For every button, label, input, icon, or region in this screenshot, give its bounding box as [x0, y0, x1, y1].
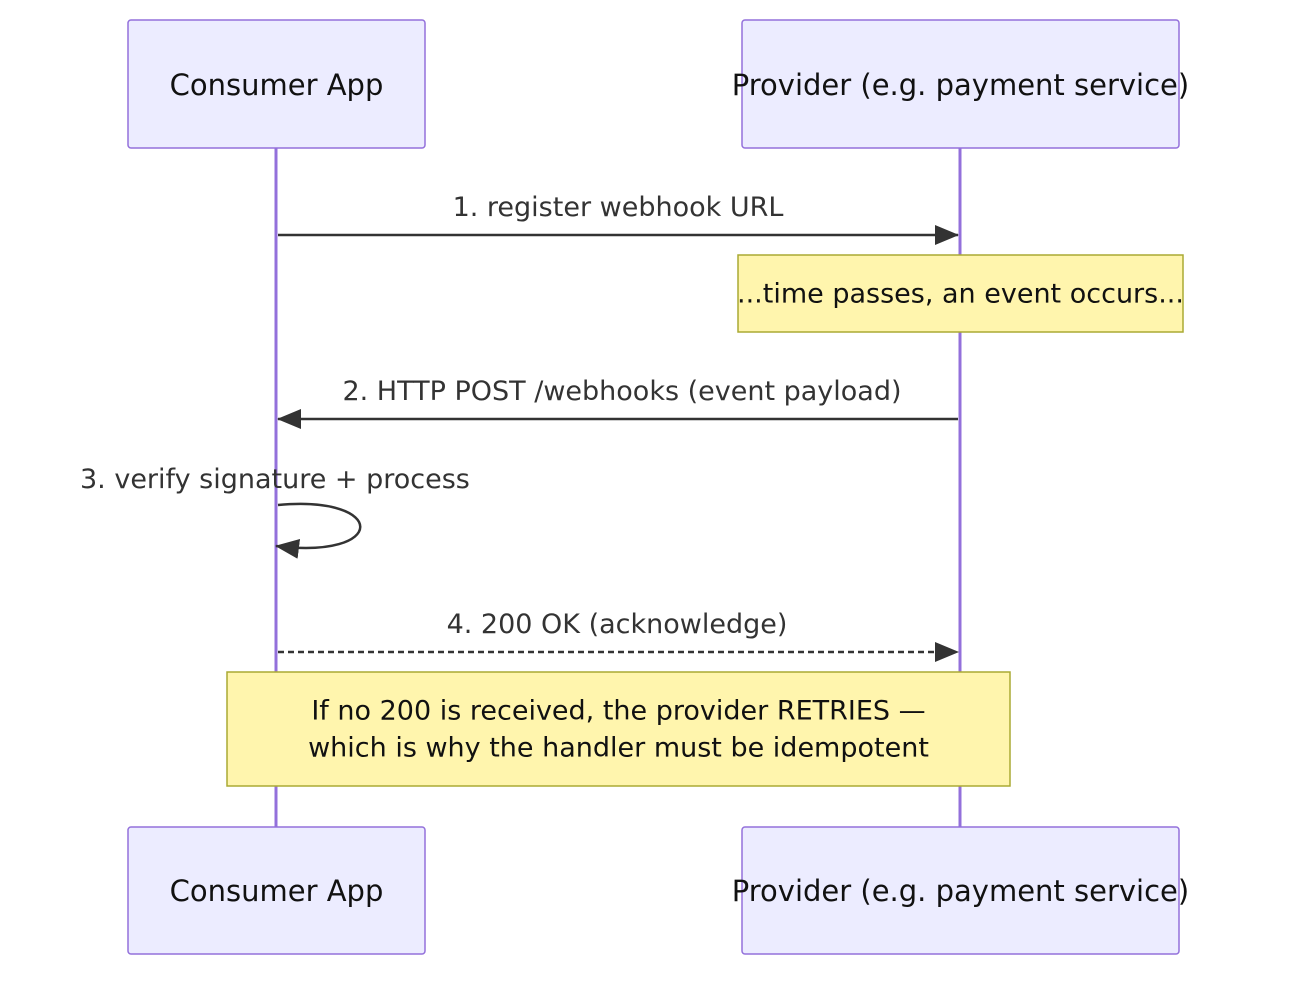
message-register-webhook: 1. register webhook URL: [278, 192, 959, 245]
provider-actor-bottom: Provider (e.g. payment service): [732, 826, 1189, 955]
note-retries-line1: If no 200 is received, the provider RETR…: [311, 696, 925, 727]
note-retries-line2: which is why the handler must be idempot…: [308, 733, 929, 764]
message-http-post-label: 2. HTTP POST /webhooks (event payload): [342, 376, 901, 407]
message-register-webhook-label: 1. register webhook URL: [453, 192, 784, 223]
consumer-actor-top-label: Consumer App: [170, 68, 384, 102]
provider-actor-top-label: Provider (e.g. payment service): [732, 68, 1189, 102]
note-time-passes-label: ...time passes, an event occurs...: [737, 279, 1184, 310]
consumer-actor-bottom: Consumer App: [127, 826, 426, 955]
message-http-post: 2. HTTP POST /webhooks (event payload): [277, 376, 958, 429]
consumer-actor-top: Consumer App: [127, 19, 426, 149]
message-verify-signature-label: 3. verify signature + process: [80, 464, 470, 495]
message-200-ok-label: 4. 200 OK (acknowledge): [447, 609, 788, 640]
message-200-ok: 4. 200 OK (acknowledge): [278, 609, 959, 662]
message-verify-signature: 3. verify signature + process: [80, 464, 470, 559]
note-retries: If no 200 is received, the provider RETR…: [226, 671, 1011, 787]
consumer-actor-bottom-label: Consumer App: [170, 874, 384, 908]
provider-actor-top: Provider (e.g. payment service): [732, 19, 1189, 149]
provider-actor-bottom-label: Provider (e.g. payment service): [732, 874, 1189, 908]
note-time-passes: ...time passes, an event occurs...: [737, 254, 1184, 333]
